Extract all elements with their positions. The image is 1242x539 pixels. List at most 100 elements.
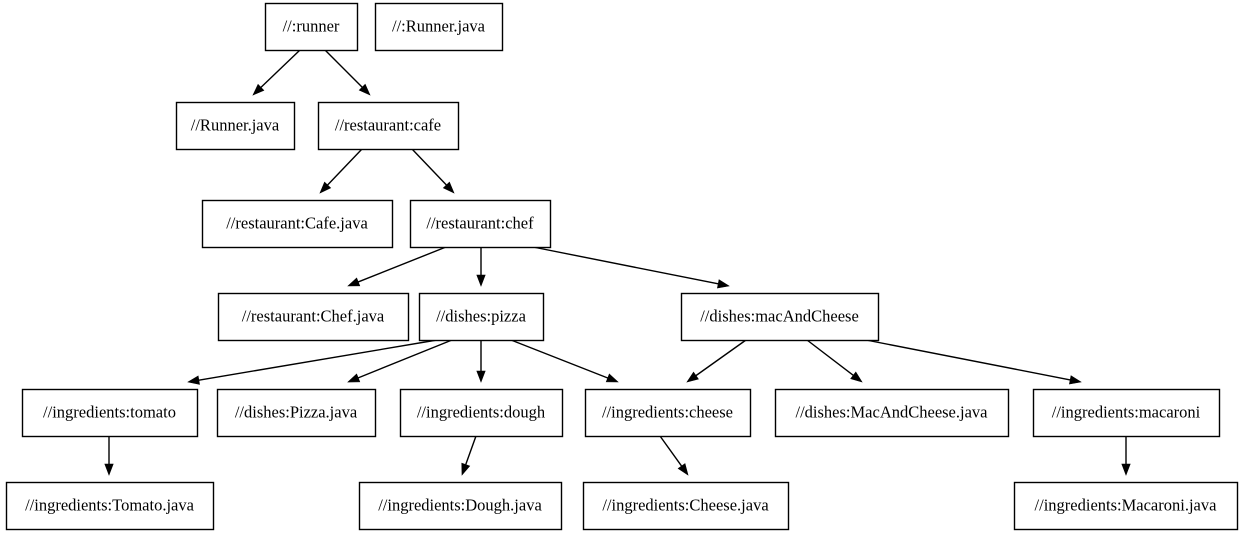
node-box[interactable] bbox=[201, 199, 394, 249]
edge-arrowhead bbox=[252, 83, 265, 96]
edge-arrowhead bbox=[476, 274, 486, 287]
node-box[interactable] bbox=[399, 388, 564, 438]
graph-edge bbox=[686, 339, 747, 383]
graph-node[interactable]: //restaurant:Chef.java bbox=[217, 292, 410, 342]
node-label: //ingredients:tomato bbox=[43, 402, 176, 421]
graph-node[interactable]: //ingredients:Macaroni.java bbox=[1013, 481, 1239, 531]
edge-arrowhead bbox=[686, 371, 699, 383]
edges-layer bbox=[104, 49, 1131, 476]
graph-node[interactable]: //ingredients:macaroni bbox=[1032, 388, 1221, 438]
graph-edge bbox=[187, 339, 438, 385]
edge-line bbox=[357, 246, 447, 283]
graph-node[interactable]: //Runner.java bbox=[175, 101, 296, 151]
graph-node[interactable]: //ingredients:tomato bbox=[21, 388, 199, 438]
graph-edge bbox=[476, 247, 486, 287]
graph-edge bbox=[532, 246, 730, 289]
node-label: //ingredients:cheese bbox=[602, 402, 733, 421]
node-label: //dishes:Pizza.java bbox=[235, 402, 358, 421]
edge-arrowhead bbox=[319, 181, 332, 194]
edge-arrowhead bbox=[850, 371, 863, 383]
node-box[interactable] bbox=[774, 388, 1010, 438]
node-box[interactable] bbox=[1032, 388, 1221, 438]
graph-edge bbox=[865, 339, 1082, 385]
node-box[interactable] bbox=[582, 481, 790, 531]
edge-line bbox=[865, 339, 1071, 381]
edge-line bbox=[659, 435, 683, 467]
edge-arrowhead bbox=[605, 373, 619, 383]
node-box[interactable] bbox=[317, 101, 460, 151]
node-label: //ingredients:Macaroni.java bbox=[1035, 495, 1218, 514]
graph-edge bbox=[510, 339, 619, 383]
edge-line bbox=[260, 49, 301, 88]
nodes-layer: //:runner //:Runner.java //Runner.java //re… bbox=[5, 2, 1239, 531]
graph-node[interactable]: //ingredients:Cheese.java bbox=[582, 481, 790, 531]
node-box[interactable] bbox=[1013, 481, 1239, 531]
edge-line bbox=[327, 148, 363, 186]
edge-arrowhead bbox=[476, 370, 486, 383]
node-box[interactable] bbox=[216, 388, 377, 438]
graph-node[interactable]: //:runner bbox=[264, 2, 359, 52]
graph-edge bbox=[1121, 436, 1131, 476]
graph-node[interactable]: //restaurant:chef bbox=[409, 199, 552, 249]
edge-line bbox=[806, 339, 854, 376]
node-label: //dishes:pizza bbox=[436, 306, 526, 325]
edge-line bbox=[465, 435, 477, 465]
node-label: //restaurant:chef bbox=[426, 213, 534, 232]
node-label: //Runner.java bbox=[191, 115, 280, 134]
graph-edge bbox=[347, 339, 453, 383]
graph-node[interactable]: //dishes:macAndCheese bbox=[680, 292, 880, 342]
node-box[interactable] bbox=[409, 199, 552, 249]
graph-edge bbox=[806, 339, 863, 383]
edge-arrowhead bbox=[358, 83, 371, 96]
node-box[interactable] bbox=[175, 101, 296, 151]
graph-edge bbox=[659, 435, 689, 476]
graph-edge bbox=[324, 49, 371, 96]
graph-node[interactable]: //dishes:MacAndCheese.java bbox=[774, 388, 1010, 438]
node-label: //:Runner.java bbox=[392, 16, 486, 35]
node-box[interactable] bbox=[680, 292, 880, 342]
graph-node[interactable]: //:Runner.java bbox=[374, 2, 504, 52]
graph-node[interactable]: //restaurant:cafe bbox=[317, 101, 460, 151]
graph-edge bbox=[411, 148, 455, 194]
node-box[interactable] bbox=[5, 481, 215, 531]
edge-arrowhead bbox=[347, 277, 361, 287]
node-box[interactable] bbox=[584, 388, 752, 438]
graph-node[interactable]: //dishes:pizza bbox=[418, 292, 545, 342]
graph-edge bbox=[319, 148, 363, 194]
node-box[interactable] bbox=[21, 388, 199, 438]
node-box[interactable] bbox=[358, 481, 563, 531]
node-label: //restaurant:Chef.java bbox=[242, 306, 385, 325]
edge-line bbox=[411, 148, 447, 186]
edge-arrowhead bbox=[347, 373, 361, 383]
graph-node[interactable]: //ingredients:cheese bbox=[584, 388, 752, 438]
graph-edge bbox=[252, 49, 301, 96]
node-label: //ingredients:Tomato.java bbox=[25, 495, 195, 514]
node-label: //:runner bbox=[283, 16, 340, 35]
edge-arrowhead bbox=[1121, 463, 1131, 476]
node-label: //ingredients:macaroni bbox=[1052, 402, 1201, 421]
node-label: //dishes:macAndCheese bbox=[700, 306, 859, 325]
graph-node[interactable]: //dishes:Pizza.java bbox=[216, 388, 377, 438]
edge-arrowhead bbox=[442, 181, 455, 194]
node-box[interactable] bbox=[374, 2, 504, 52]
graph-node[interactable]: //ingredients:Dough.java bbox=[358, 481, 563, 531]
node-box[interactable] bbox=[264, 2, 359, 52]
edge-arrowhead bbox=[461, 462, 471, 476]
edge-line bbox=[532, 246, 719, 285]
graph-node[interactable]: //restaurant:Cafe.java bbox=[201, 199, 394, 249]
graph-node[interactable]: //ingredients:Tomato.java bbox=[5, 481, 215, 531]
node-box[interactable] bbox=[217, 292, 410, 342]
node-box[interactable] bbox=[418, 292, 545, 342]
graph-node[interactable]: //ingredients:dough bbox=[399, 388, 564, 438]
edge-arrowhead bbox=[677, 463, 689, 476]
node-label: //restaurant:cafe bbox=[335, 115, 441, 134]
node-label: //ingredients:Dough.java bbox=[378, 495, 542, 514]
edge-line bbox=[695, 339, 747, 377]
node-label: //ingredients:Cheese.java bbox=[602, 495, 769, 514]
edge-arrowhead bbox=[717, 279, 730, 289]
edge-line bbox=[357, 339, 453, 379]
edge-arrowhead bbox=[187, 375, 200, 385]
graph-edge bbox=[104, 436, 114, 476]
